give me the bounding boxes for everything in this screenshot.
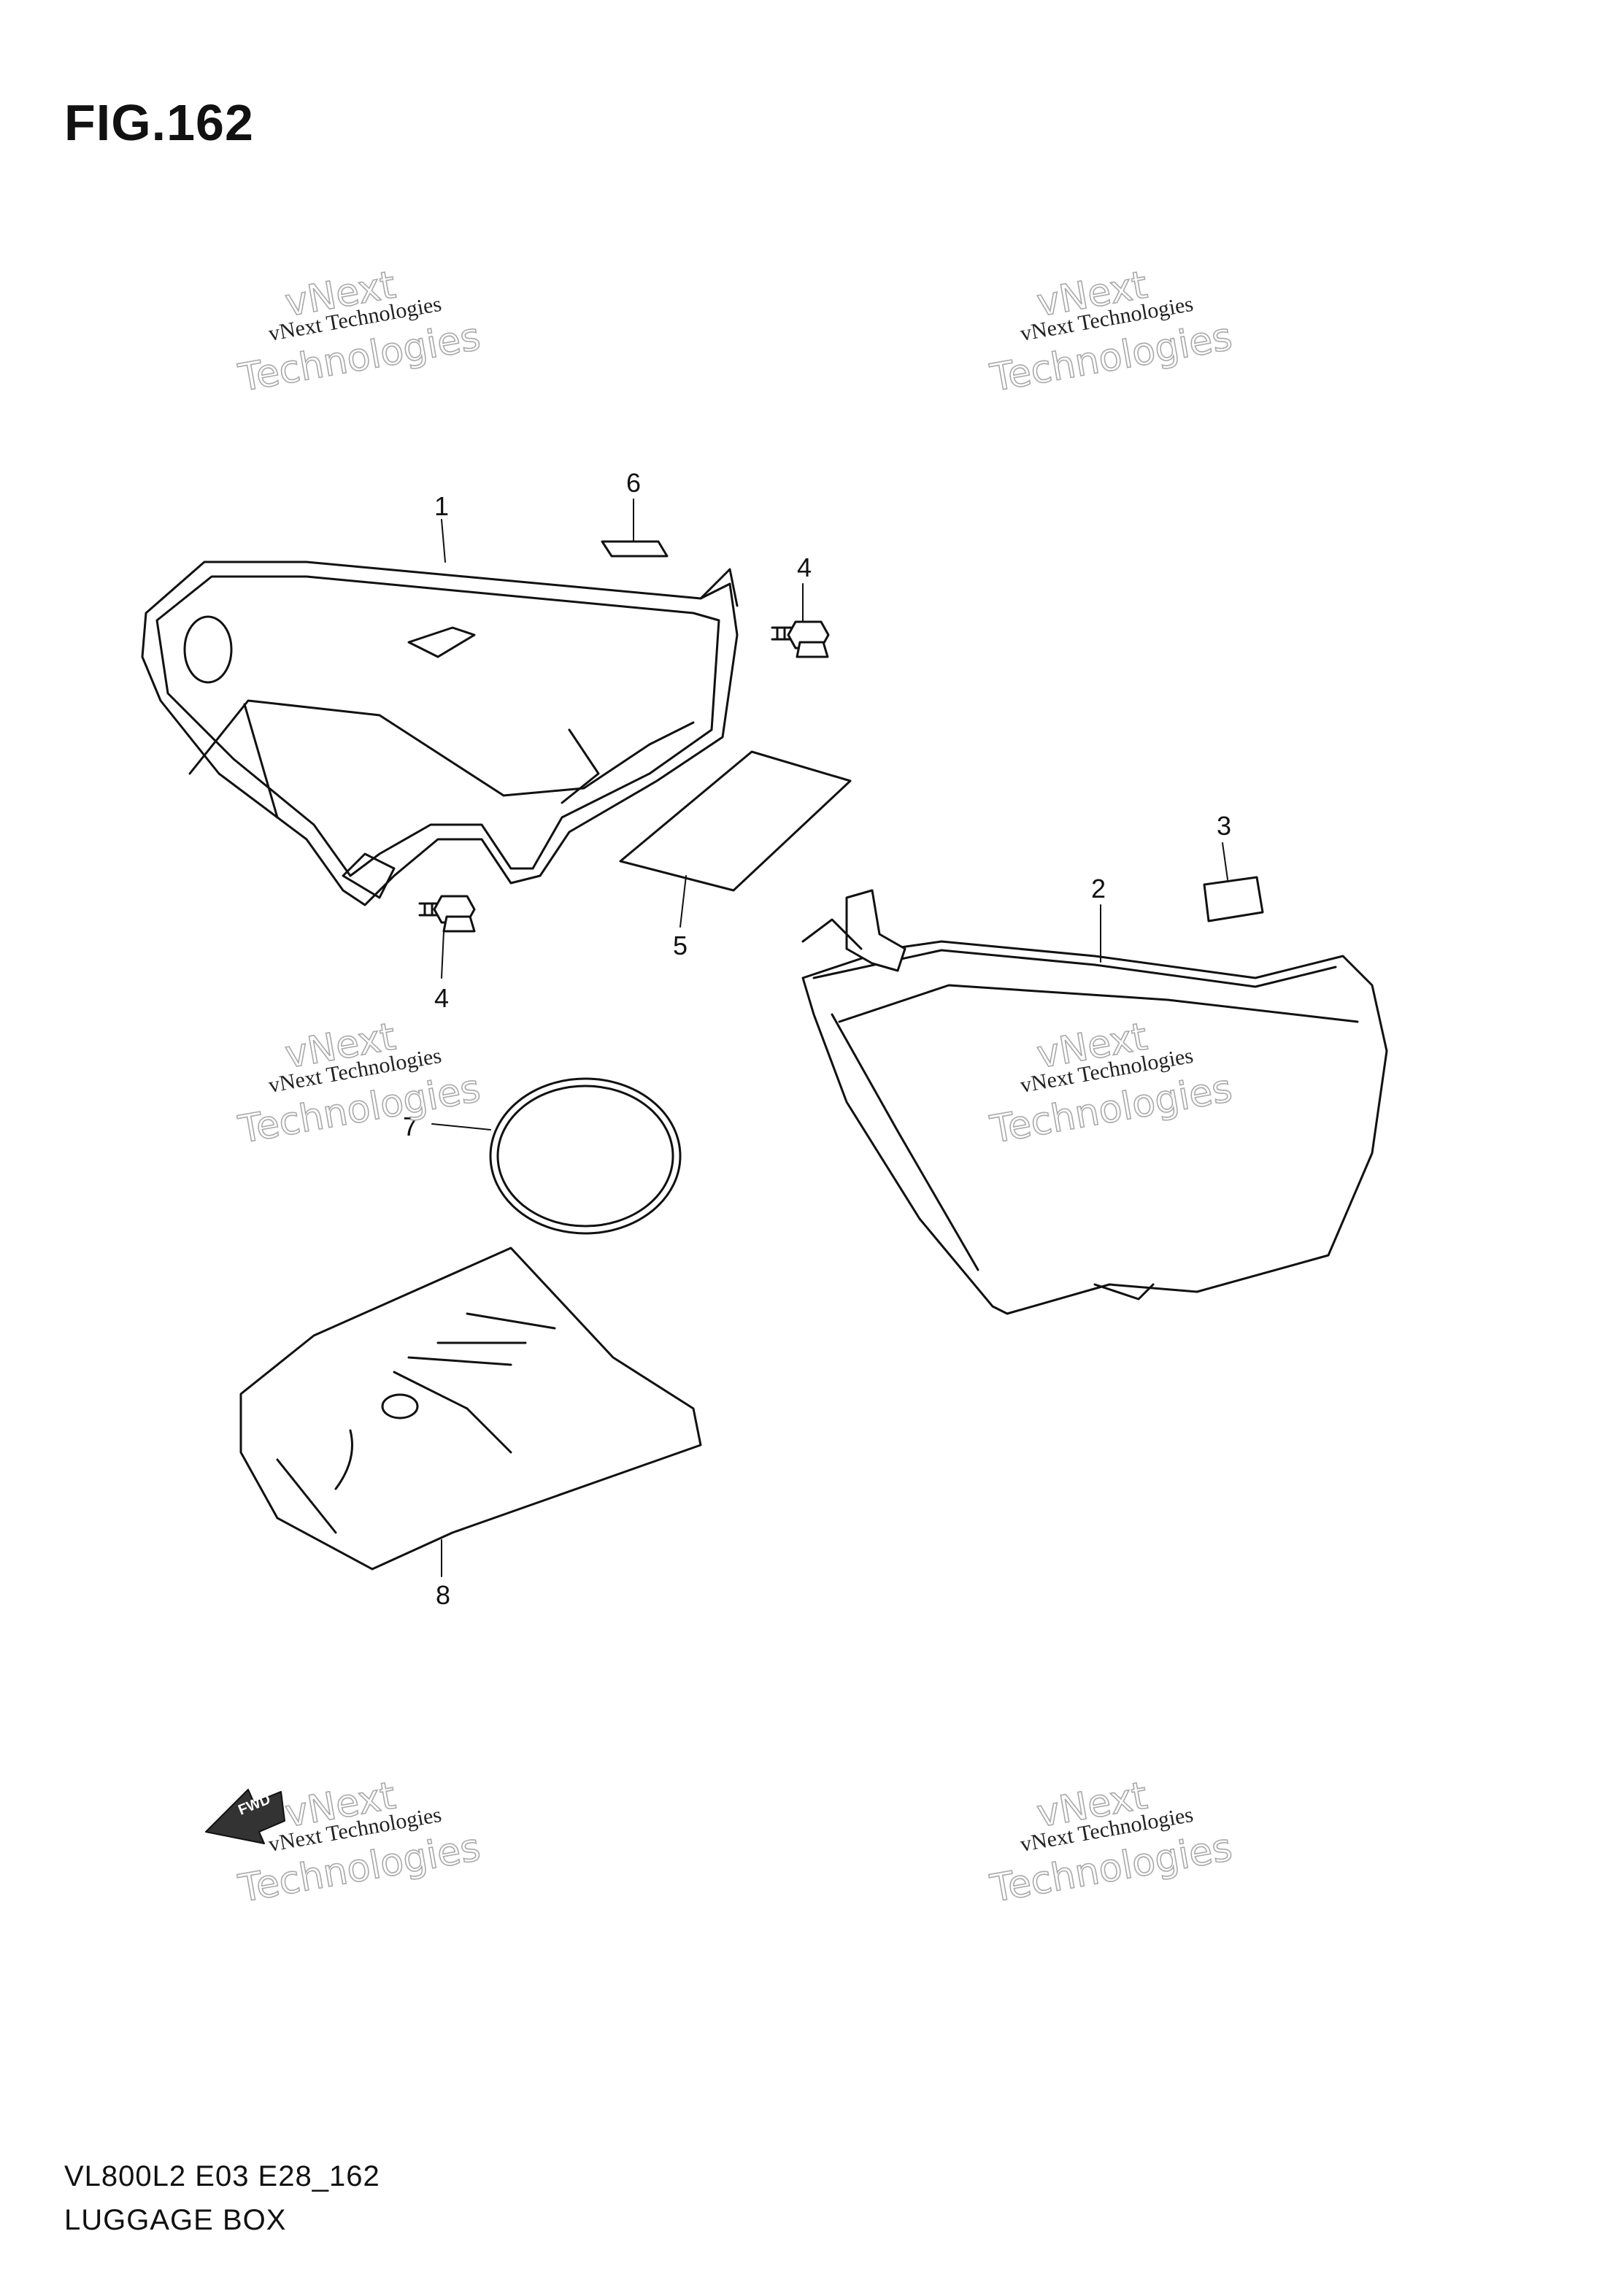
part-bolt-upper <box>771 620 830 658</box>
model-code: VL800L2 E03 E28_162 <box>64 2160 380 2192</box>
figure-title: FIG.162 <box>64 94 254 151</box>
callout-4-upper: 4 <box>796 552 812 582</box>
part-small-pad <box>601 540 669 558</box>
part-luggage-box <box>141 560 739 906</box>
part-small-block <box>1203 876 1264 922</box>
callout-7: 7 <box>402 1112 418 1141</box>
part-bolt-lower <box>418 895 476 933</box>
callout-2: 2 <box>1090 874 1106 904</box>
part-side-cover <box>801 889 1388 1315</box>
figure-caption: LUGGAGE BOX <box>64 2204 287 2236</box>
callout-6: 6 <box>625 468 642 498</box>
part-mat <box>239 1247 702 1571</box>
leader-lines <box>431 498 1228 1577</box>
callout-1: 1 <box>434 491 450 521</box>
part-pad <box>619 750 852 892</box>
callout-3: 3 <box>1216 811 1232 841</box>
fwd-arrow-icon <box>205 1789 285 1844</box>
callout-5: 5 <box>672 931 688 960</box>
callout-4-lower: 4 <box>434 983 450 1013</box>
part-o-ring <box>489 1077 682 1235</box>
callout-8: 8 <box>435 1580 451 1610</box>
